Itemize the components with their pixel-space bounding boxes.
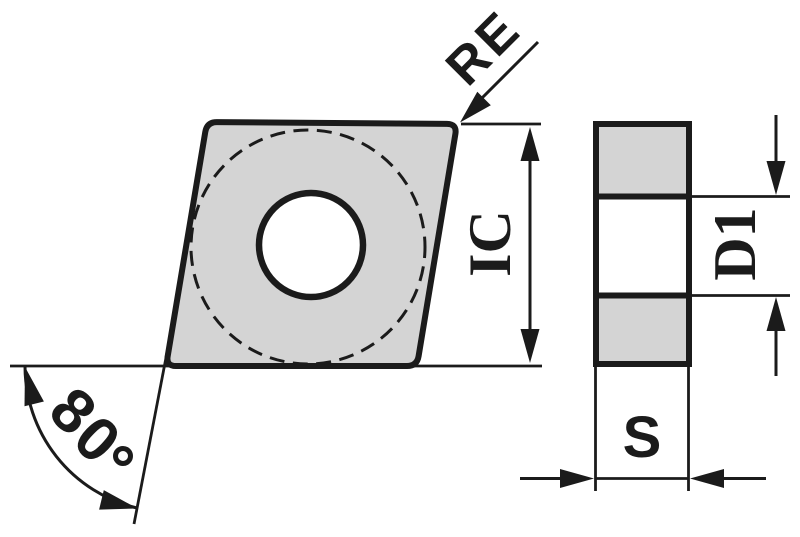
svg-text:S: S <box>623 405 662 470</box>
svg-text:RE: RE <box>435 0 533 97</box>
svg-text:IC: IC <box>457 210 523 277</box>
svg-text:D1: D1 <box>702 207 768 280</box>
